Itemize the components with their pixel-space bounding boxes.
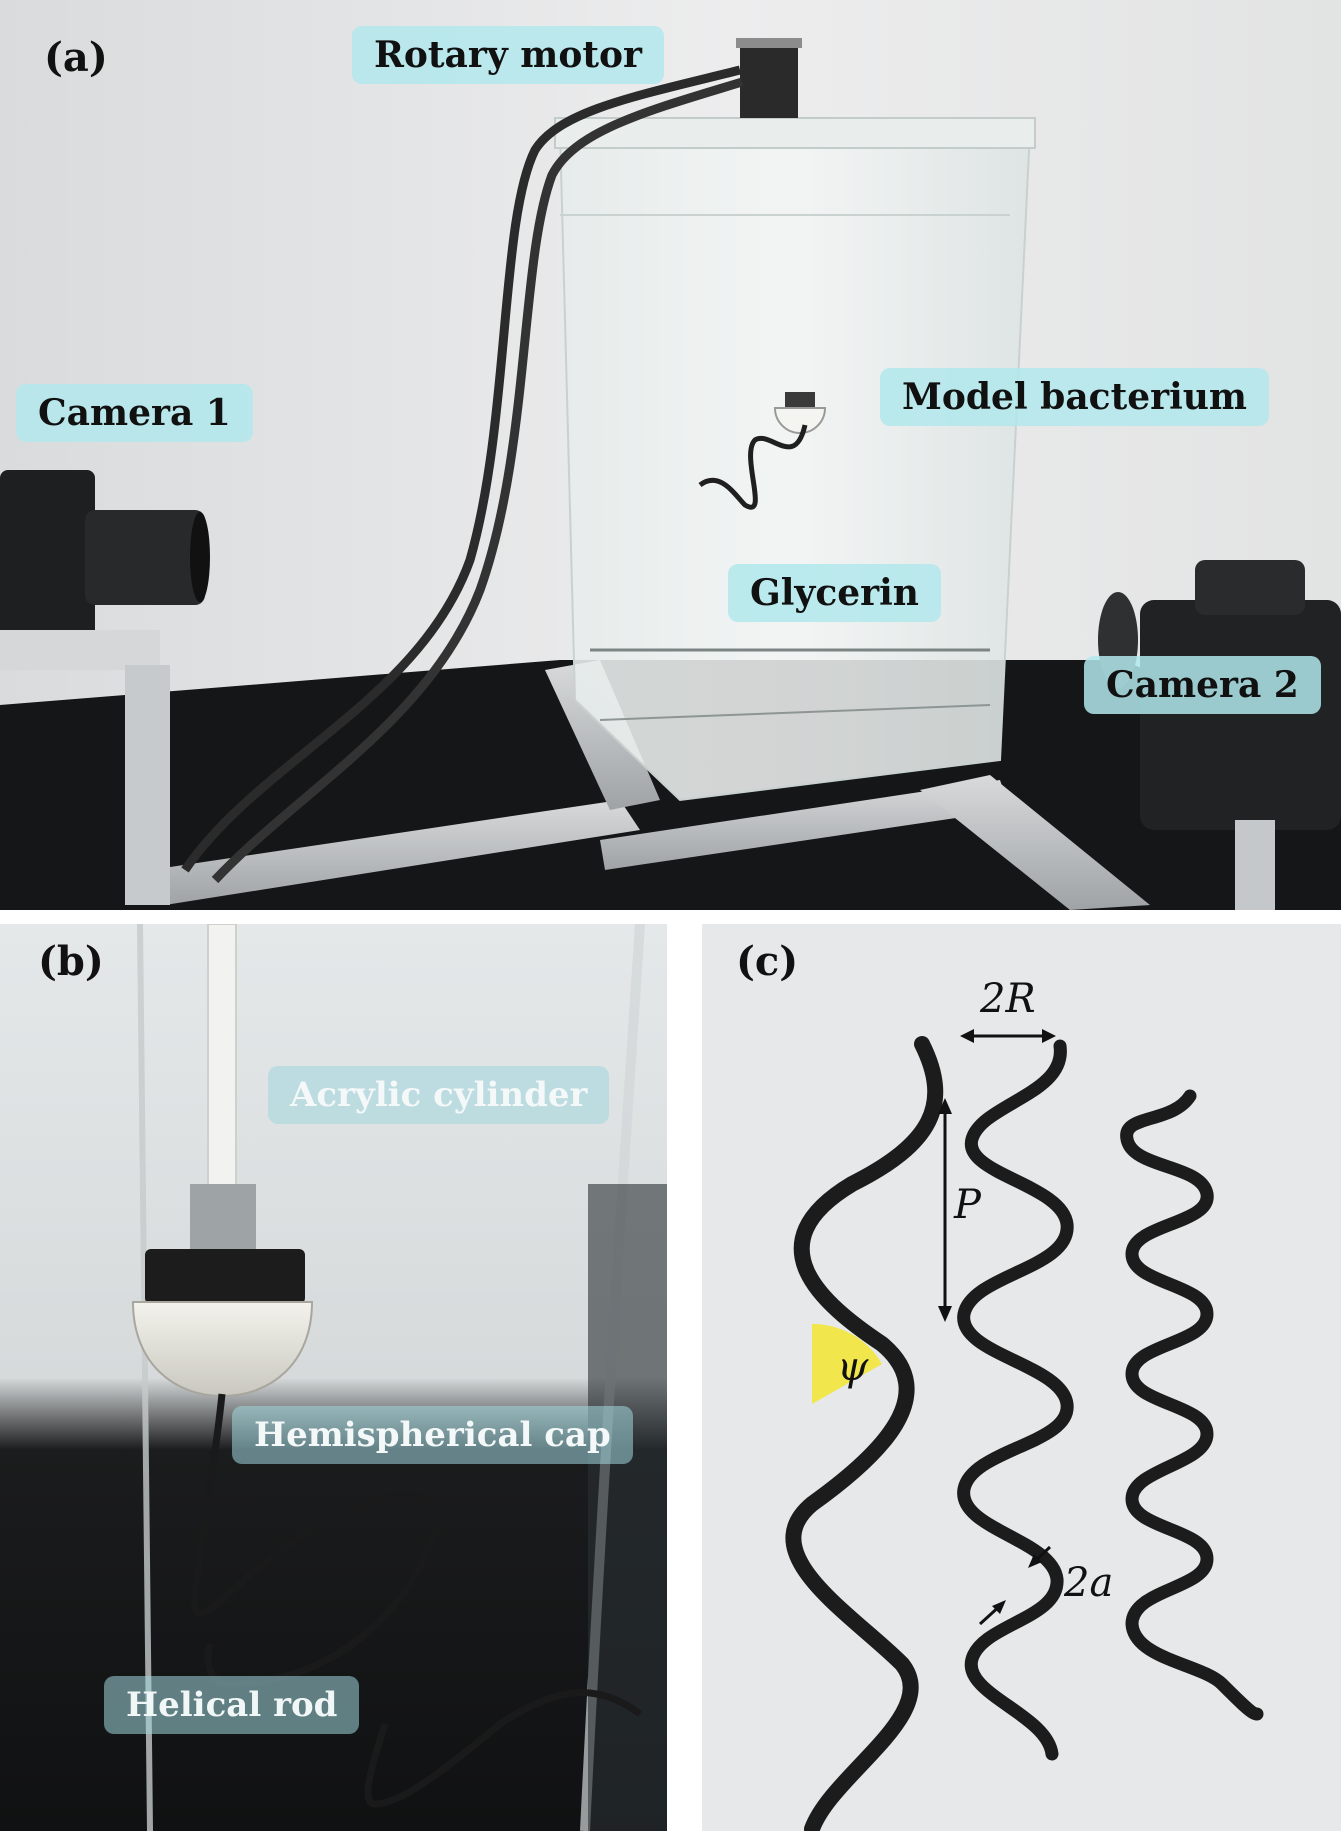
label-acrylic-cylinder: Acrylic cylinder (268, 1066, 610, 1124)
label-psi: ψ (837, 1344, 869, 1390)
rail-front (600, 780, 1010, 870)
label-2r: 2R (980, 976, 1036, 1022)
helical-rod-lower (364, 1689, 643, 1808)
panel-a-photo: (a) Rotary motor Camera 1 Model bacteriu… (0, 0, 1341, 910)
cable-1 (181, 65, 742, 873)
angle-psi-highlight (812, 1323, 882, 1404)
label-model-bacterium: Model bacterium (880, 368, 1270, 426)
panel-a-letter: (a) (44, 34, 108, 81)
rail-back (545, 660, 660, 810)
rail-left (150, 800, 640, 905)
camera-1-lens-front (190, 512, 210, 602)
label-camera-1: Camera 1 (16, 384, 253, 442)
camera-1-lens (85, 510, 205, 605)
panel-a-scene (0, 0, 1341, 910)
arrow-2r-head-left (960, 1029, 974, 1043)
cap-hub (145, 1249, 305, 1304)
drive-shaft (207, 924, 237, 1195)
helix-2 (957, 1039, 1074, 1761)
camera-1-stand (125, 665, 170, 905)
label-helical-rod: Helical rod (104, 1676, 360, 1734)
model-helix (698, 424, 808, 510)
arrow-2a-lower-head (992, 1600, 1006, 1614)
arrow-p-head-bottom (938, 1306, 952, 1322)
label-camera-2: Camera 2 (1084, 656, 1321, 714)
rail-right (920, 775, 1150, 910)
camera-2-body (1140, 600, 1341, 830)
background-shelf (588, 1184, 667, 1831)
label-hemispherical-cap: Hemispherical cap (232, 1406, 633, 1464)
camera-2-top (1195, 560, 1305, 615)
panel-b-photo: (b) Acrylic cylinder Hemispherical cap H… (0, 924, 667, 1831)
helix-3 (1120, 1089, 1264, 1721)
arrow-2r-head-right (1042, 1029, 1056, 1043)
label-2a: 2a (1064, 1560, 1114, 1606)
camera-1-body (0, 470, 95, 640)
glycerin-tank (558, 129, 1032, 802)
model-cap-top (785, 392, 815, 408)
label-rotary-motor: Rotary motor (352, 26, 665, 84)
rotary-motor-cap (736, 38, 802, 48)
rotary-motor-body (740, 38, 798, 118)
arrow-2a-upper-head (1028, 1554, 1042, 1568)
helix-1 (785, 1036, 944, 1831)
label-glycerin: Glycerin (728, 564, 941, 622)
tank-bottom-edge-2 (599, 704, 991, 721)
panel-c-letter: (c) (736, 938, 799, 985)
panel-c-background (702, 924, 1341, 1831)
camera-2-stand (1235, 820, 1275, 910)
label-pitch: P (954, 1182, 981, 1228)
panel-b-letter: (b) (38, 938, 104, 985)
cable-2 (211, 77, 744, 884)
arrow-p-head-top (938, 1098, 952, 1114)
panel-c-scene (702, 924, 1341, 1831)
camera-1-mount (0, 630, 160, 670)
panel-c-photo: (c) 2R P ψ 2a (702, 924, 1341, 1831)
shaft-coupling (190, 1184, 256, 1254)
